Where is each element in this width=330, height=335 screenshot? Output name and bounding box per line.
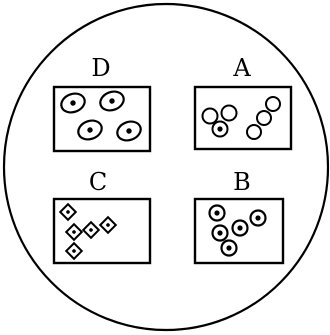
panel-d: D	[54, 54, 150, 151]
panel-a-circle	[222, 106, 237, 121]
panel-b: B	[195, 168, 283, 263]
panel-b-cell	[222, 241, 237, 256]
panel-b-cell	[251, 211, 266, 226]
panel-c-cell	[83, 222, 99, 238]
panel-a: A	[195, 54, 291, 149]
panel-a-box	[195, 87, 291, 149]
panel-b-label: B	[233, 168, 251, 196]
panel-c-cell	[66, 224, 82, 240]
panel-a-circle	[203, 109, 218, 124]
panel-b-box	[195, 199, 283, 263]
panel-b-cell	[213, 226, 228, 241]
outer-circle	[4, 4, 328, 330]
panel-a-circle	[247, 125, 261, 139]
panel-a-label: A	[232, 54, 251, 82]
panel-c-label: C	[89, 168, 107, 196]
panel-a-dot	[217, 126, 222, 131]
panel-c-cell	[100, 217, 116, 233]
panel-c-cell	[66, 243, 82, 259]
panel-d-cell	[76, 117, 105, 142]
panel-d-cell	[98, 88, 127, 113]
panel-b-cell	[233, 221, 248, 236]
panel-a-circle	[266, 97, 280, 111]
panel-d-label: D	[91, 54, 110, 82]
panel-d-cell	[59, 90, 88, 115]
panel-c-cell	[60, 204, 76, 220]
panel-c: C	[54, 168, 150, 263]
panel-d-cell	[115, 118, 144, 143]
panel-b-cell	[210, 206, 225, 221]
panel-a-circle	[257, 111, 271, 125]
